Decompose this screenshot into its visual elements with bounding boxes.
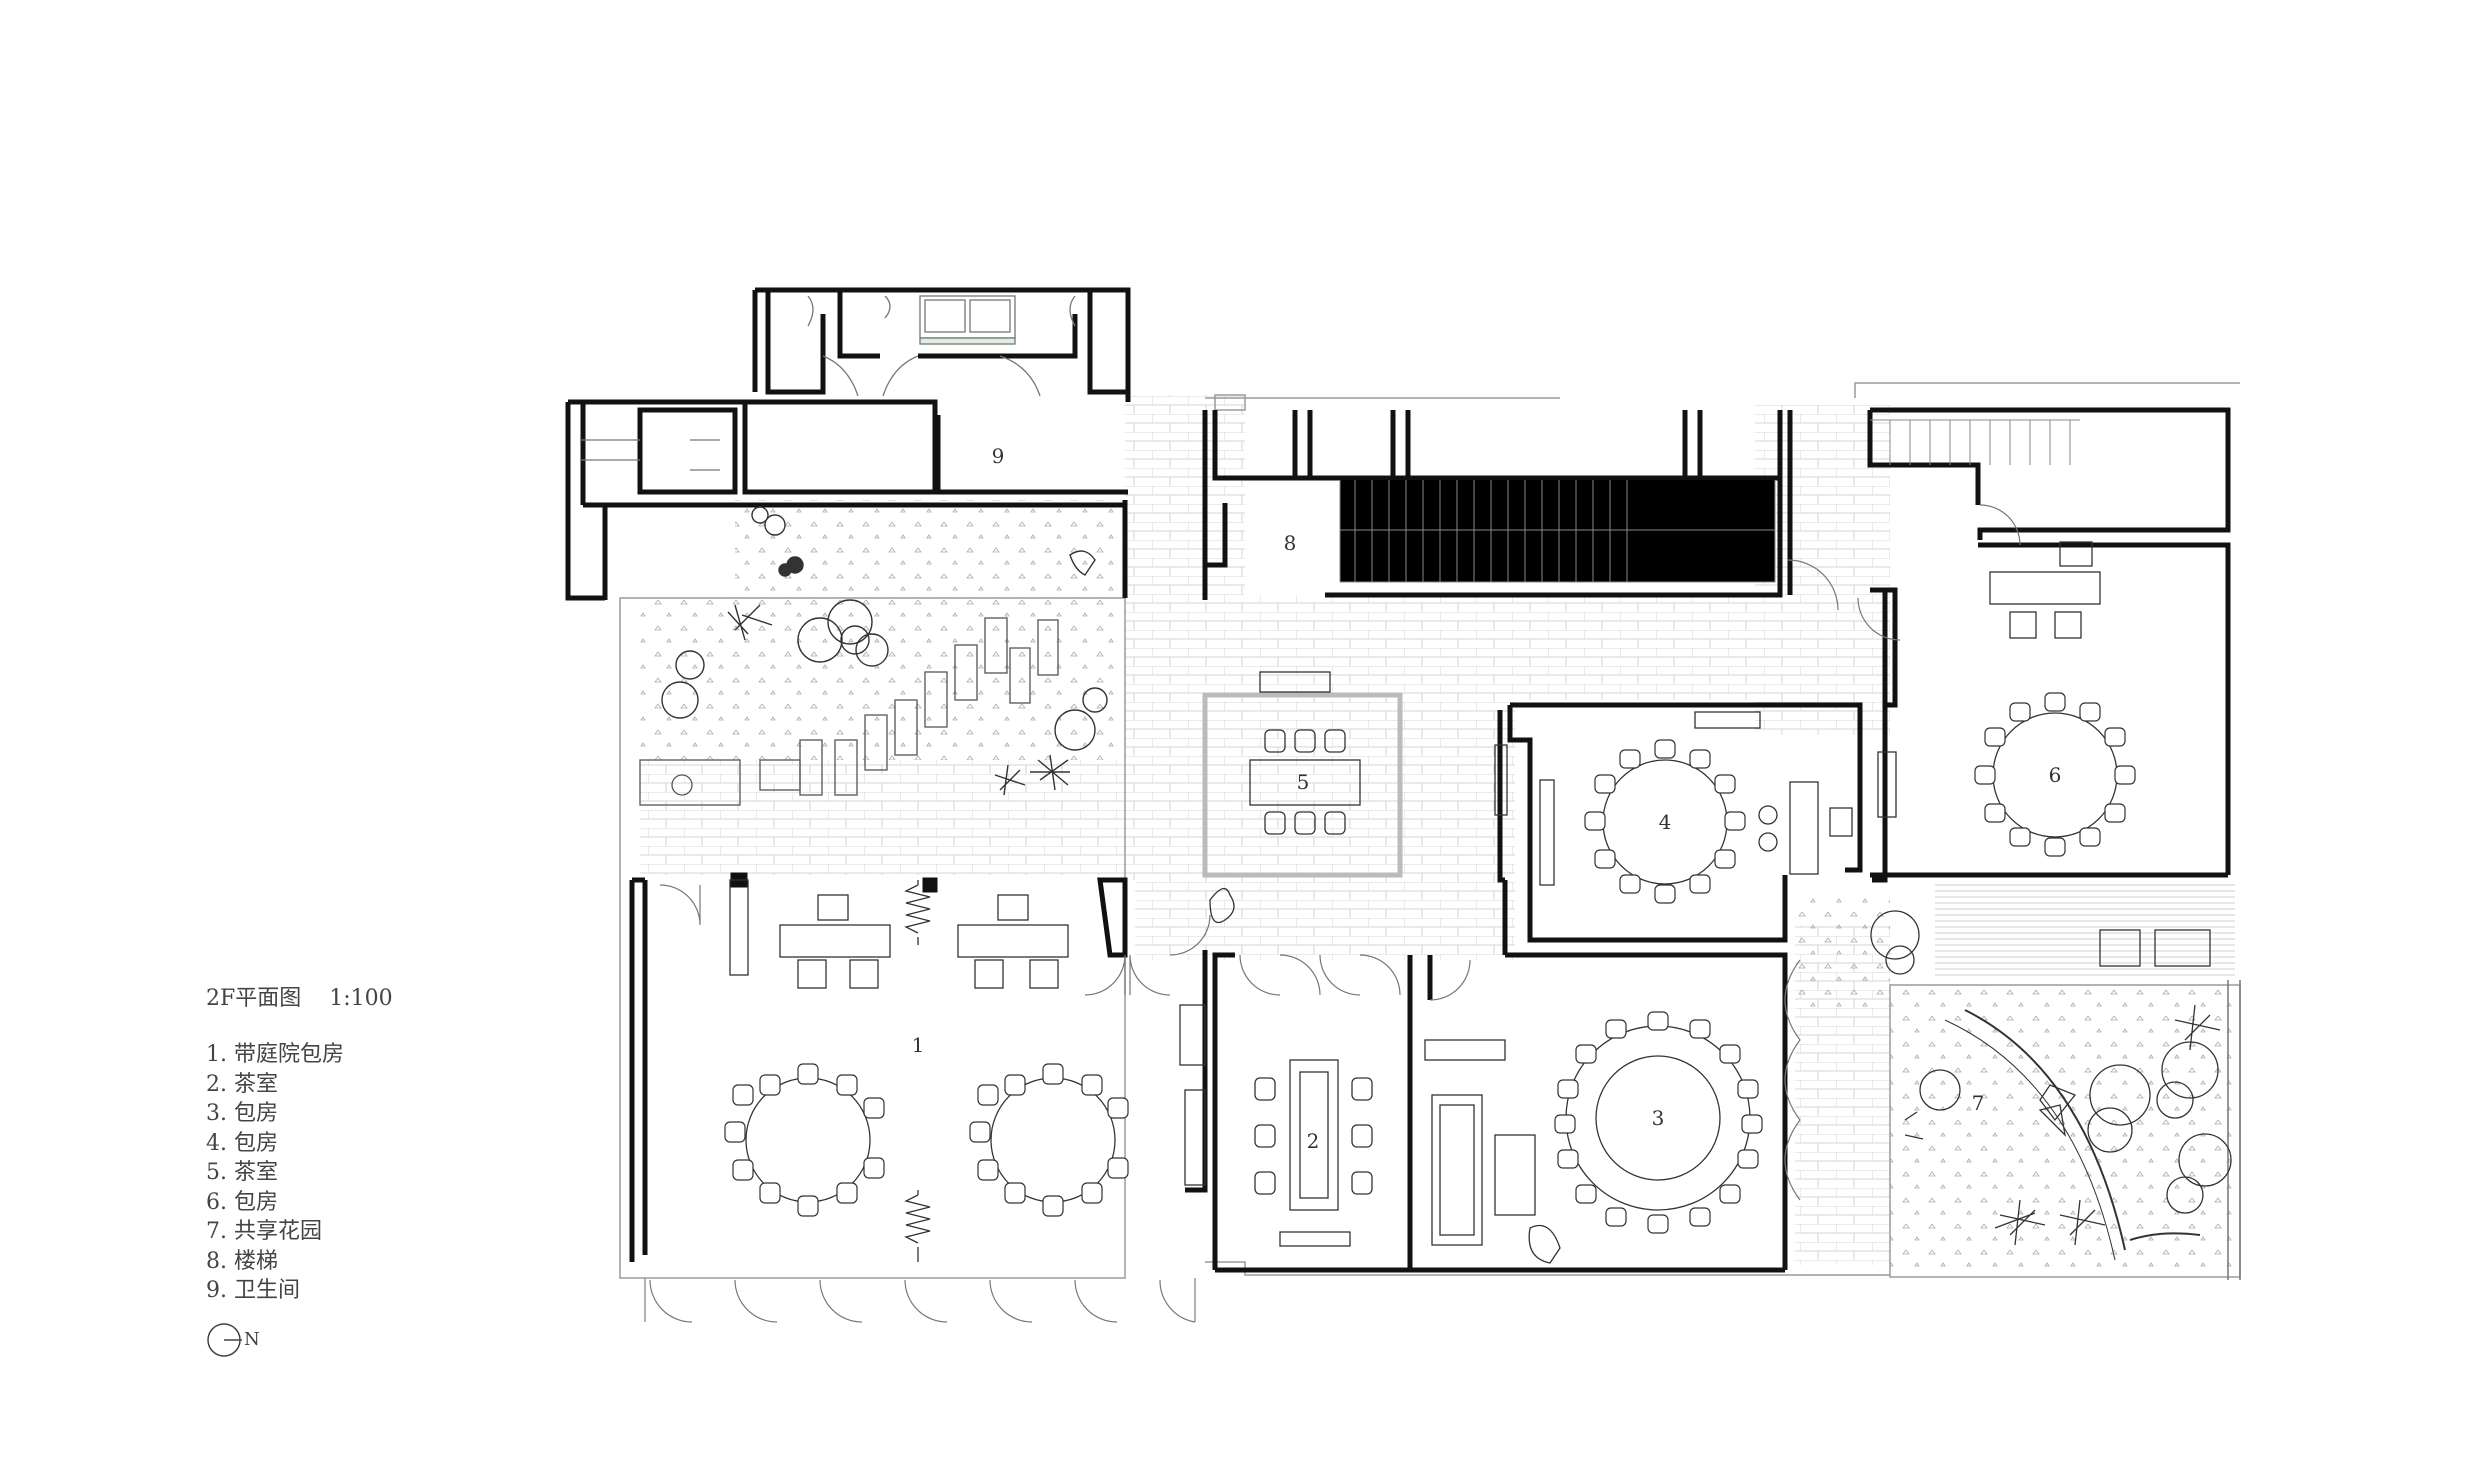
stair-treads xyxy=(1339,419,2080,583)
legend-item: 5. 茶室 xyxy=(206,1160,278,1185)
legend: 1. 带庭院包房 2. 茶室 3. 包房 4. 包房 5. 茶室 6. 包房 7… xyxy=(206,1040,344,1306)
stepping-stones xyxy=(639,617,1059,806)
furniture-room2 xyxy=(1254,1059,1373,1247)
garden-fill xyxy=(640,500,2240,1275)
legend-item: 8. 楼梯 xyxy=(206,1248,278,1274)
chairs-room1 xyxy=(724,1063,1129,1217)
room-label-9: 9 xyxy=(992,444,1005,468)
garden-planting xyxy=(1870,910,2232,1261)
legend-item: 9. 卫生间 xyxy=(206,1278,300,1303)
room-label-2: 2 xyxy=(1307,1129,1320,1153)
legend-item: 4. 包房 xyxy=(206,1130,278,1156)
doors xyxy=(649,504,2021,1323)
courtyard-planting xyxy=(661,506,1108,796)
legend-item: 3. 包房 xyxy=(206,1101,278,1126)
chairs-room6 xyxy=(1974,692,2136,857)
chairs-room4 xyxy=(1584,739,1746,904)
room-label-4: 4 xyxy=(1659,810,1672,834)
room-label-7: 7 xyxy=(1972,1091,1985,1115)
legend-item: 2. 茶室 xyxy=(206,1071,278,1097)
room-label-8: 8 xyxy=(1284,531,1297,555)
legend-item: 6. 包房 xyxy=(206,1189,278,1215)
legend-item: 1. 带庭院包房 xyxy=(206,1042,344,1067)
drawing-title: 2F平面图 1:100 xyxy=(206,986,393,1011)
chairs-room3 xyxy=(1554,1011,1763,1234)
room-label-5: 5 xyxy=(1297,770,1310,794)
toilet-fixtures xyxy=(580,295,1076,471)
room-label-3: 3 xyxy=(1652,1106,1665,1130)
furniture-room4 xyxy=(1494,711,1853,886)
furniture-room5 xyxy=(1209,671,1361,924)
north-arrow-icon xyxy=(207,1323,242,1357)
north-label: N xyxy=(244,1329,260,1350)
room-numbers: 1 2 3 4 5 6 7 8 9 xyxy=(912,444,2062,1153)
room-label-6: 6 xyxy=(2049,763,2062,787)
room-label-1: 1 xyxy=(912,1033,925,1057)
legend-item: 7. 共享花园 xyxy=(206,1219,322,1244)
